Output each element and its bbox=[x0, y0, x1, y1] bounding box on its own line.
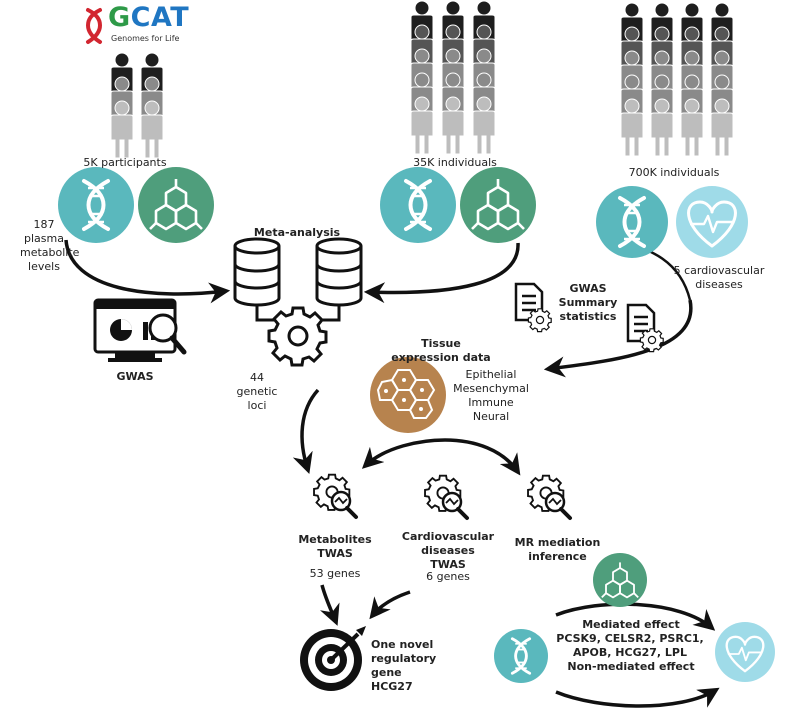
arrow-gcat-to-meta bbox=[64, 239, 231, 304]
dna-icon bbox=[58, 167, 134, 243]
gwas-summary-label: GWAS Summary statistics bbox=[558, 282, 618, 323]
cardio-twas-label: Cardiovascular diseases TWAS bbox=[401, 530, 495, 571]
cohort-5k-label: 5K participants bbox=[83, 156, 167, 169]
gcat-tagline: Genomes for Life bbox=[111, 34, 180, 43]
tissue-types-list: Epithelial Mesenchymal Immune Neural bbox=[453, 368, 529, 423]
metabolites-twas-icon bbox=[314, 475, 356, 517]
tissue-cells-icon bbox=[370, 357, 446, 433]
database-icon bbox=[315, 237, 363, 307]
meta-analysis-label: Meta-analysis bbox=[253, 226, 341, 239]
database-icon bbox=[233, 237, 281, 307]
molecule-icon bbox=[460, 167, 536, 243]
gcat-logo-letters: CAT bbox=[130, 2, 190, 33]
gcat-logo-helix bbox=[86, 8, 102, 44]
heart-icon bbox=[715, 622, 775, 682]
cohort-5k-people-icons bbox=[110, 52, 164, 159]
cohort-700k-label: 700K individuals bbox=[628, 166, 720, 179]
mr-inference-icon bbox=[528, 476, 570, 518]
arrow-35k-to-meta bbox=[363, 242, 520, 304]
metabolites-twas-label: Metabolites TWAS bbox=[298, 533, 372, 560]
mediated-genes-list: PCSK9, CELSR2, PSRC1, APOB, HCG27, LPL bbox=[556, 632, 704, 659]
cohort-35k-people-icons bbox=[410, 0, 496, 155]
genetic-loci-label: 44 genetic loci bbox=[236, 371, 278, 412]
cohort-700k-people-icons bbox=[620, 2, 734, 157]
gcat-logo: GCAT bbox=[108, 2, 189, 34]
cardiovascular-diseases-label: 5 cardiovascular diseases bbox=[673, 264, 765, 291]
arrow-non-mediated-effect bbox=[555, 687, 720, 708]
heart-icon bbox=[676, 186, 748, 258]
target-icon bbox=[300, 626, 366, 691]
mediated-effect-label: Mediated effect bbox=[582, 618, 680, 631]
dna-icon bbox=[494, 629, 548, 683]
gwas-monitor-icon bbox=[93, 298, 187, 362]
arrow-tissue-to-met-twas bbox=[361, 438, 446, 469]
novel-gene-label: One novel regulatory gene HCG27 bbox=[371, 638, 437, 693]
molecule-icon bbox=[138, 167, 214, 243]
arrow-met-twas-to-target bbox=[320, 584, 340, 626]
document-icon bbox=[626, 303, 664, 353]
document-icon bbox=[514, 282, 552, 333]
non-mediated-effect-label: Non-mediated effect bbox=[567, 660, 695, 673]
arrow-cv-twas-to-target bbox=[369, 590, 411, 620]
arrow-mediated-effect bbox=[555, 602, 716, 631]
gear-icon bbox=[267, 306, 328, 367]
tissue-expression-title: Tissue expression data bbox=[391, 337, 491, 364]
metabolites-genes-count: 53 genes bbox=[309, 567, 361, 580]
dna-icon bbox=[380, 167, 456, 243]
gcat-logo-letter: G bbox=[108, 2, 131, 33]
arrow-loci-to-twas bbox=[292, 388, 320, 474]
plasma-metabolite-label: 187 plasma metabolite levels bbox=[20, 218, 80, 273]
dna-icon bbox=[596, 186, 668, 258]
arrow-tissue-to-mr bbox=[444, 438, 521, 476]
mr-mediation-label: MR mediation inference bbox=[514, 536, 601, 563]
molecule-icon bbox=[593, 553, 647, 607]
gwas-label: GWAS bbox=[116, 370, 154, 383]
cardio-twas-icon bbox=[425, 476, 467, 518]
cardio-genes-count: 6 genes bbox=[426, 570, 470, 583]
cohort-35k-label: 35K individuals bbox=[413, 156, 497, 169]
